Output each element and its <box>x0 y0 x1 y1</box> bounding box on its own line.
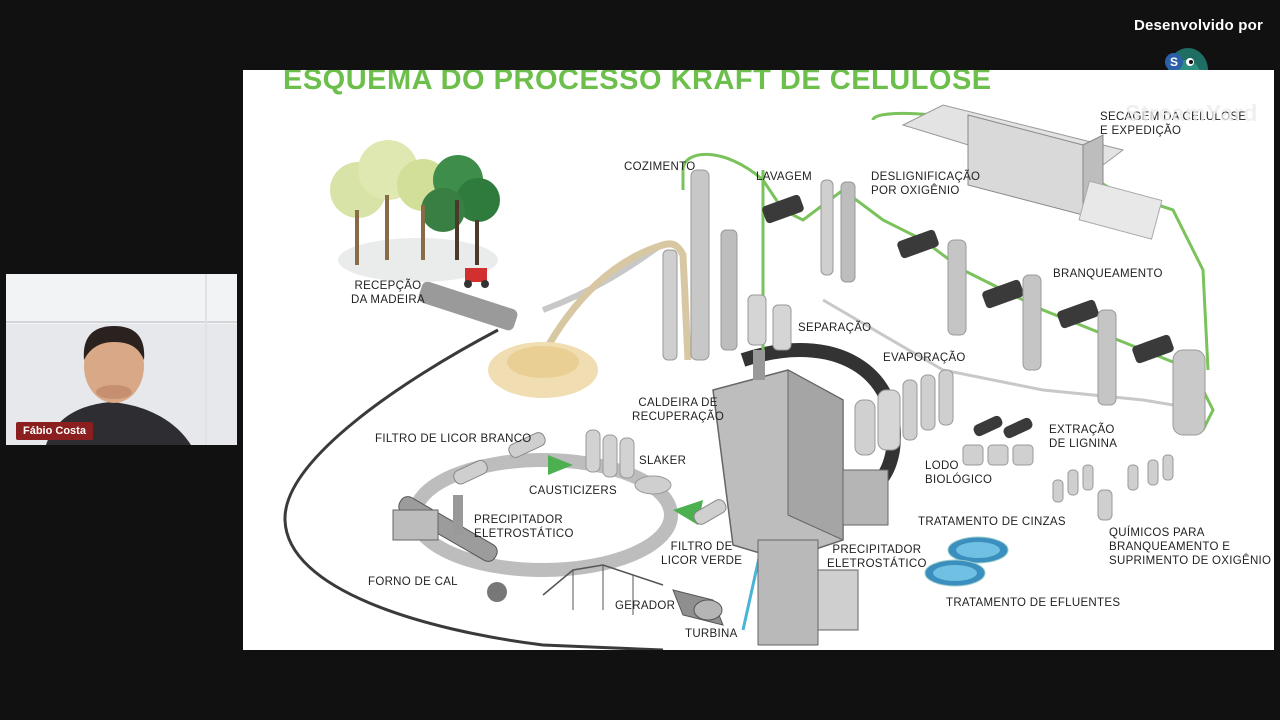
digester-tower <box>720 229 738 351</box>
label-slaker: Slaker <box>639 455 687 467</box>
participant-video-tile[interactable]: Fábio Costa <box>6 274 237 445</box>
digester-tower <box>662 249 678 361</box>
label-deslignificacao: Deslignificação por oxigênio <box>871 171 981 197</box>
recovery-boiler <box>712 350 889 561</box>
label-tratamento-efluentes: Tratamento de efluentes <box>946 597 1121 609</box>
washer-machines <box>762 179 939 283</box>
drying-building <box>901 104 1163 240</box>
streamyard-watermark: StreamYard <box>1125 100 1258 126</box>
turbine-generator <box>542 564 724 626</box>
kraft-process-diagram <box>283 104 1215 650</box>
label-turbina: Turbina <box>685 628 738 640</box>
webcam-feed <box>6 274 237 445</box>
label-precipitador-2: Precipitador eletrostático <box>827 544 927 570</box>
process-loop-line <box>283 328 664 650</box>
label-gerador: Gerador <box>615 600 676 612</box>
digester-tower <box>690 169 710 361</box>
label-caldeira: Caldeira de recuperação <box>632 397 725 423</box>
label-branqueamento: Branqueamento <box>1053 268 1163 280</box>
bleaching-line <box>947 239 1206 436</box>
label-filtro-verde: Filtro de licor verde <box>661 541 743 567</box>
green-arrow-icon <box>548 455 573 475</box>
label-cozimento: Cozimento <box>624 161 696 173</box>
wood-conveyor <box>539 240 692 361</box>
developed-by-text: Desenvolvido por <box>1133 17 1263 34</box>
label-tratamento-cinzas: Tratamento de cinzas <box>918 516 1066 528</box>
evaporation-tanks <box>854 369 954 456</box>
effluent-ponds <box>924 536 1009 587</box>
label-quimicos: Químicos para branqueamento e suprimento… <box>1109 527 1272 567</box>
participant-name-badge: Fábio Costa <box>16 422 93 440</box>
precipitator-unit <box>757 539 819 646</box>
chemical-tanks <box>1052 454 1174 521</box>
lime-kiln <box>392 495 507 602</box>
label-forno: Forno de cal <box>368 576 458 588</box>
label-secagem: Secagem da celulose e Expedição <box>1100 111 1247 137</box>
label-lavagem: Lavagem <box>756 171 812 183</box>
label-filtro-branco: Filtro de licor branco <box>375 433 532 445</box>
label-causticizers: Causticizers <box>529 485 617 497</box>
label-evaporacao: Evaporação <box>883 352 966 364</box>
label-separacao: Separação <box>798 322 872 334</box>
label-extracao: Extração de lignina <box>1049 424 1118 450</box>
grey-pipe <box>822 298 1204 412</box>
label-recepcao: Recepção da madeira <box>351 280 425 306</box>
svg-text:S: S <box>1170 55 1178 69</box>
shared-slide: ESQUEMA DO PROCESSO KRAFT DE CELULOSE Co… <box>243 70 1274 650</box>
forest-illustration <box>330 140 500 288</box>
wood-feeder <box>418 281 518 331</box>
causticizer-tanks <box>585 429 672 495</box>
label-lodo: Lodo biológico <box>925 460 993 486</box>
lignin-extraction <box>962 415 1034 466</box>
label-precipitador-1: Precipitador eletrostático <box>474 514 574 540</box>
slide-title: ESQUEMA DO PROCESSO KRAFT DE CELULOSE <box>283 70 992 96</box>
